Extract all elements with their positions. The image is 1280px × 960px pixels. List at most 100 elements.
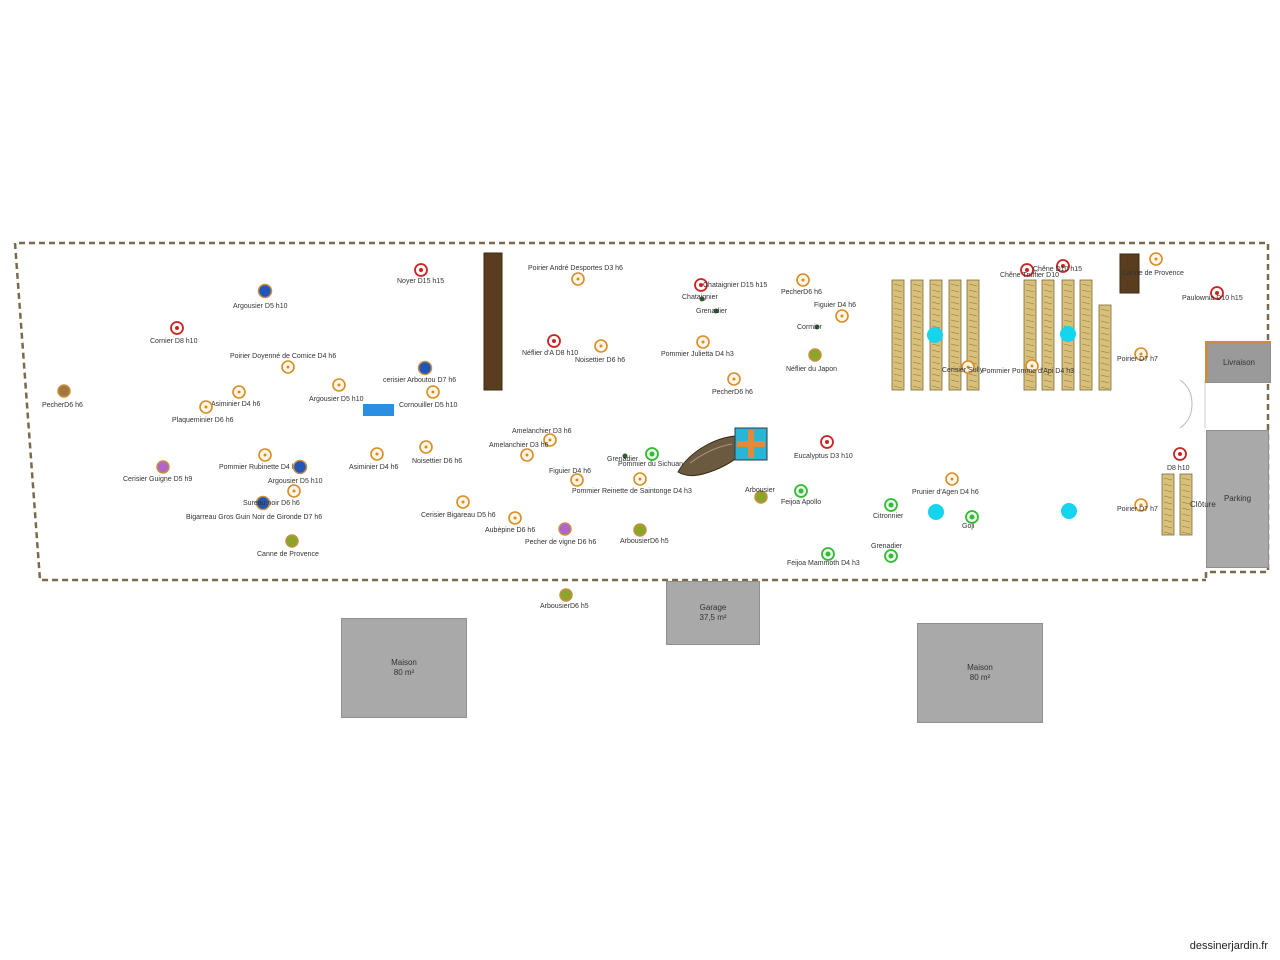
bed-texture [950, 319, 960, 323]
bed-texture [1043, 385, 1053, 389]
garage: Garage 37,5 m² [666, 581, 760, 645]
plant-marker: Canne de Provence [257, 534, 319, 558]
tree-icon [257, 283, 273, 299]
bed-texture [1163, 489, 1173, 493]
bed-texture [1163, 525, 1173, 529]
plant-label: PecherD6 h6 [42, 402, 83, 409]
bed-texture [950, 295, 960, 299]
bed-texture [1043, 373, 1053, 377]
tree-icon [558, 522, 572, 536]
bed-texture [1081, 325, 1091, 329]
bed-texture [1100, 344, 1110, 348]
plant-label: Cornouiller D5 h10 [399, 402, 457, 409]
plant-marker: Poirier D7 h7 [1117, 498, 1158, 513]
plant-label: D8 h10 [1167, 465, 1190, 472]
bed-texture [1181, 513, 1191, 517]
tree-core [1025, 268, 1029, 272]
bed-texture [950, 373, 960, 377]
plant-label: Cerisier Guigne D5 h9 [123, 476, 192, 483]
pond [363, 404, 394, 416]
bed-texture [931, 319, 941, 323]
bed-texture [912, 289, 922, 293]
bed-texture [912, 373, 922, 377]
bed-texture [968, 355, 978, 359]
tree-core [263, 453, 267, 457]
cloture-label: Clôture [1190, 500, 1216, 509]
plant-marker: Amelanchier D3 h6 [512, 428, 572, 447]
bed-texture [931, 301, 941, 305]
plant-marker: Pommier du Sichuan [618, 447, 683, 468]
tree-core [576, 277, 580, 281]
shrub-icon [699, 296, 705, 302]
bed-texture [950, 325, 960, 329]
bed-texture [893, 361, 903, 365]
parking-label: Parking [1223, 494, 1252, 503]
bed-texture [1081, 367, 1091, 371]
bed-texture [931, 373, 941, 377]
plant-marker: Feijoa Mammoth D4 h3 [787, 547, 860, 567]
plant-marker: cerisier Arboutou D7 h6 [383, 360, 456, 384]
shrub-icon [559, 588, 573, 602]
bed-texture [1081, 313, 1091, 317]
plant-marker: Pommier Rubinette D4 h3 [219, 448, 300, 471]
tree-core [966, 365, 970, 369]
bed-texture [1063, 343, 1073, 347]
bed-texture [1025, 373, 1035, 377]
bed-texture [1081, 379, 1091, 383]
tree-core [599, 344, 603, 348]
bed-texture [1100, 356, 1110, 360]
bed-texture [893, 319, 903, 323]
plant-label: ArbousierD6 h5 [620, 538, 669, 545]
bed-texture [1100, 332, 1110, 336]
tree-core [1139, 352, 1143, 356]
shrub-core [798, 488, 804, 494]
tree-core [375, 452, 379, 456]
bed-texture [1063, 307, 1073, 311]
tree-core [1030, 364, 1034, 368]
house-left-area: 80 m² [393, 668, 415, 677]
bed-texture [968, 289, 978, 293]
plant-label: Noisettier D6 h6 [412, 458, 462, 465]
bed-texture [950, 283, 960, 287]
bed-texture [1025, 331, 1035, 335]
bed-texture [1025, 319, 1035, 323]
bed-texture [968, 379, 978, 383]
bed-texture [931, 361, 941, 365]
bed-texture [1163, 495, 1173, 499]
gate [1179, 379, 1206, 429]
plant-marker: Poirier D7 h7 [1117, 347, 1158, 363]
bed-texture [968, 385, 978, 389]
tree-core [825, 440, 829, 444]
tree-core [548, 438, 552, 442]
bed-texture [1163, 483, 1173, 487]
shrub-icon [622, 453, 628, 459]
planting-beds [891, 279, 1193, 536]
tree-core [461, 500, 465, 504]
bed-texture [1100, 326, 1110, 330]
plant-label: Goji [962, 523, 975, 530]
plant-label: Figuier D4 h6 [549, 468, 591, 475]
plant-label: Bigarreau Gros Guin Noir de Gironde D7 h… [186, 514, 322, 521]
bed-texture [1025, 337, 1035, 341]
bed-texture [1163, 519, 1173, 523]
bed-texture [1063, 301, 1073, 305]
water-point [1060, 326, 1076, 342]
shrub-core [649, 451, 655, 457]
property-boundary [13, 241, 1270, 582]
bed-texture [1100, 350, 1110, 354]
house-left-label: Maison [391, 658, 417, 667]
parking-area: Parking [1206, 430, 1269, 568]
plant-label: Néflier d'A D8 h10 [522, 350, 578, 357]
bed-texture [1025, 295, 1035, 299]
tree-core [1061, 264, 1065, 268]
plant-label: Poirier D7 h7 [1117, 506, 1158, 513]
tree-core [701, 340, 705, 344]
bed-texture [1081, 283, 1091, 287]
plant-marker: Cormier [797, 324, 823, 331]
garage-area: 37,5 m² [699, 613, 727, 622]
bed-texture [931, 349, 941, 353]
tree-icon [255, 495, 271, 511]
bed-texture [950, 313, 960, 317]
plant-marker: D8 h10 [1167, 447, 1190, 472]
planting-bed [910, 279, 924, 391]
